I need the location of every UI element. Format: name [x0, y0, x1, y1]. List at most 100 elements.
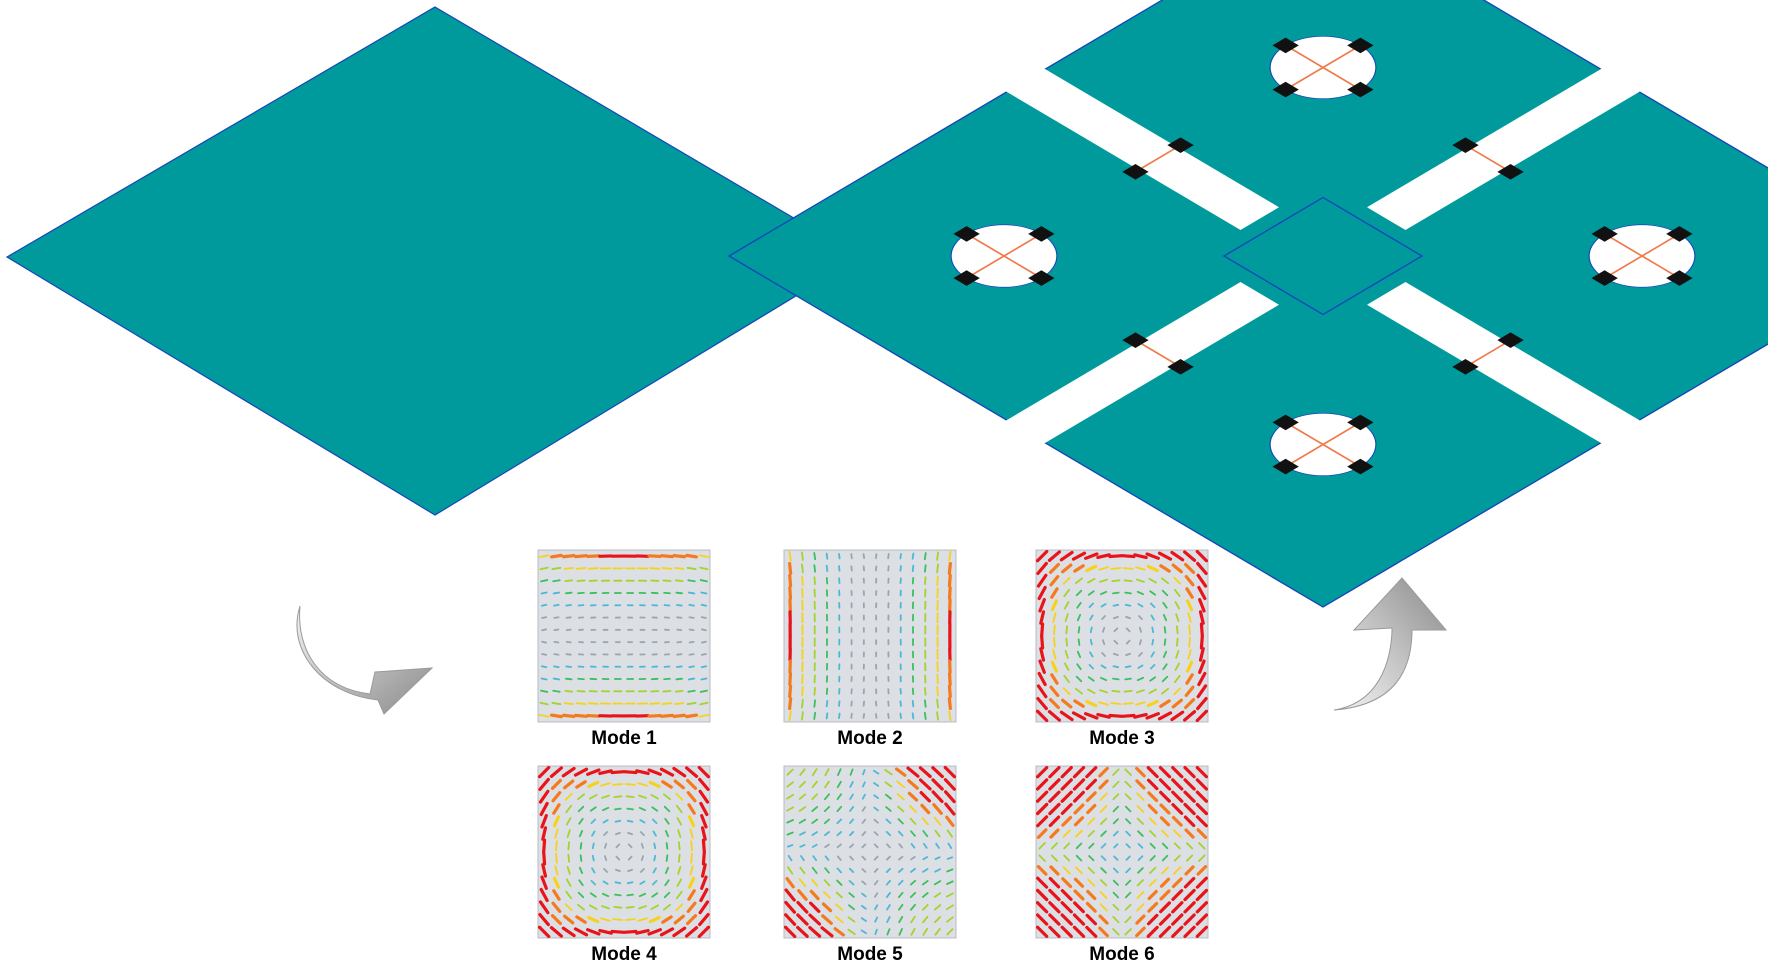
field-arrow	[1198, 659, 1206, 674]
field-arrow	[1072, 925, 1086, 939]
field-arrow	[686, 778, 698, 790]
field-arrow	[897, 891, 904, 899]
field-arrow	[1171, 877, 1183, 889]
field-arrow	[1035, 888, 1049, 902]
field-arrow	[661, 915, 673, 924]
field-arrow	[1112, 903, 1120, 911]
field-arrow	[561, 926, 576, 938]
field-arrow	[1162, 650, 1168, 659]
field-arrow	[1085, 766, 1098, 779]
field-arrow	[1099, 805, 1108, 813]
mode-2-label: Mode 2	[837, 728, 902, 749]
field-arrow	[848, 879, 855, 886]
field-arrow	[824, 855, 830, 861]
field-arrow	[936, 698, 939, 709]
field-arrow	[1112, 928, 1120, 936]
field-arrow	[699, 566, 709, 571]
field-arrow	[600, 917, 611, 922]
field-arrow	[808, 913, 822, 926]
field-arrow	[849, 855, 854, 861]
field-arrow	[945, 815, 955, 828]
field-arrow	[849, 806, 855, 812]
field-arrow	[1072, 778, 1086, 791]
field-arrow	[1075, 829, 1083, 838]
field-arrow	[1195, 876, 1208, 889]
field-arrow	[1098, 914, 1109, 925]
field-arrow	[626, 819, 634, 823]
field-arrow	[894, 767, 907, 777]
field-arrow	[591, 854, 595, 862]
field-arrow	[626, 893, 634, 897]
field-arrow	[1036, 561, 1048, 575]
field-arrow	[579, 842, 583, 850]
field-arrow	[565, 665, 572, 668]
field-arrow	[897, 805, 905, 813]
field-arrow	[911, 712, 915, 720]
field-arrow	[687, 677, 696, 681]
field-arrow	[675, 677, 683, 681]
field-arrow	[553, 628, 560, 632]
field-arrow	[922, 856, 929, 861]
field-arrow	[836, 780, 842, 789]
field-arrow	[699, 801, 709, 817]
field-arrow	[909, 879, 917, 886]
field-arrow	[551, 702, 562, 706]
field-arrow	[1089, 614, 1094, 621]
field-arrow	[1124, 677, 1132, 681]
field-arrow	[587, 915, 600, 924]
field-arrow	[1184, 865, 1195, 876]
field-arrow	[1102, 639, 1106, 646]
field-arrow	[946, 856, 953, 860]
field-arrow	[578, 817, 584, 825]
field-arrow	[886, 928, 891, 936]
field-arrow	[1063, 588, 1071, 598]
field-arrow	[647, 928, 662, 936]
field-arrow	[946, 928, 954, 936]
field-arrow	[664, 829, 670, 838]
field-arrow	[1161, 866, 1169, 875]
field-arrow	[884, 793, 892, 800]
field-arrow	[1199, 634, 1204, 650]
field-arrow	[873, 806, 879, 812]
field-arrow	[934, 856, 941, 861]
field-arrow	[924, 686, 927, 696]
field-arrow	[1173, 842, 1181, 850]
field-arrow	[573, 554, 589, 559]
field-arrow	[659, 554, 675, 559]
field-arrow	[1063, 662, 1070, 671]
field-arrow	[565, 817, 572, 826]
field-arrow	[1146, 699, 1159, 708]
field-arrow	[1137, 830, 1144, 837]
field-arrow	[944, 802, 956, 816]
port-block	[1028, 270, 1055, 286]
field-arrow	[1111, 579, 1121, 583]
field-arrow	[1076, 601, 1082, 609]
field-arrow	[825, 699, 829, 708]
ring-3	[1588, 224, 1696, 288]
field-arrow	[910, 830, 916, 837]
field-arrow	[898, 915, 904, 924]
field-arrow	[577, 805, 585, 813]
field-arrow	[540, 677, 548, 681]
field-arrow	[946, 829, 954, 838]
field-arrow	[1112, 768, 1120, 776]
field-arrow	[1073, 564, 1085, 573]
field-arrow	[1198, 647, 1205, 662]
field-arrow	[578, 879, 584, 887]
field-arrow	[861, 855, 867, 861]
field-arrow	[797, 889, 808, 901]
field-arrow	[788, 671, 793, 687]
field-arrow	[1038, 842, 1046, 850]
field-arrow	[625, 795, 635, 799]
field-arrow	[1196, 573, 1208, 588]
field-arrow	[1112, 603, 1120, 607]
port-block	[1272, 81, 1299, 98]
field-arrow	[1122, 702, 1134, 705]
field-arrow	[567, 841, 571, 851]
field-arrow	[886, 904, 891, 911]
field-arrow	[1088, 664, 1094, 670]
field-arrow	[896, 793, 905, 801]
field-arrow	[1157, 711, 1173, 721]
field-arrow	[685, 766, 699, 778]
field-arrow	[1073, 816, 1085, 827]
